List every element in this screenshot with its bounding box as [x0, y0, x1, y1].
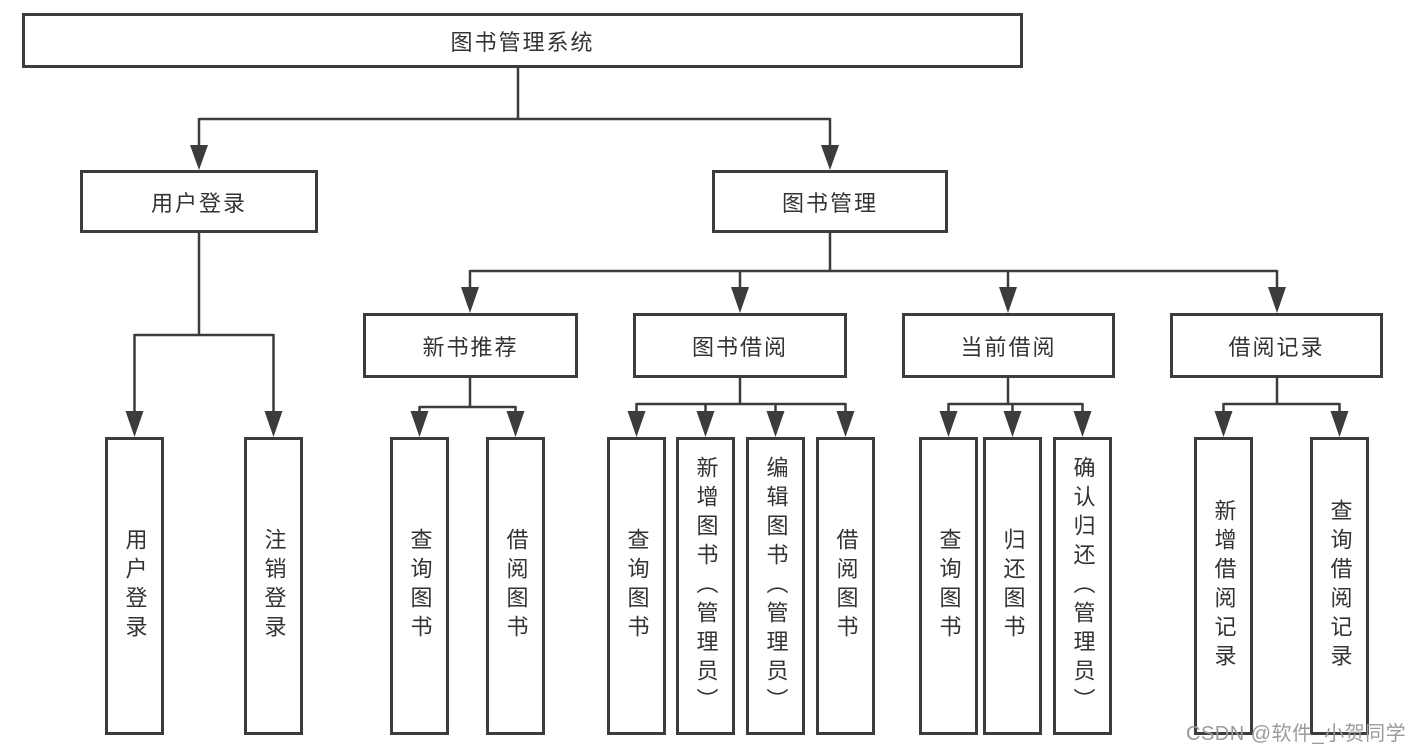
leaf-br-add-record: 新增借阅记录: [1194, 437, 1253, 735]
connector-user-login-to-leaves: [133, 231, 275, 413]
leaf-cb-return-books: 归还图书: [983, 437, 1042, 735]
leaf-nbr-borrow-books: 借阅图书: [486, 437, 545, 735]
connector-new-book-rec-to-leaves: [418, 376, 517, 413]
connector-borrow-records-to-leaves: [1222, 376, 1341, 413]
connector-root-to-level2: [197, 66, 832, 146]
leaf-nbr-query-books-label: 查询图书: [407, 528, 433, 644]
leaf-bb-edit-books-admin: 编辑图书（管理员）: [746, 437, 805, 735]
leaf-br-query-record: 查询借阅记录: [1310, 437, 1369, 735]
leaf-br-add-record-label: 新增借阅记录: [1211, 499, 1237, 673]
leaf-br-query-record-label: 查询借阅记录: [1327, 499, 1353, 673]
arrowheads: [125, 145, 1349, 437]
node-book-borrowing: 图书借阅: [633, 313, 847, 378]
leaf-cb-return-books-label: 归还图书: [1000, 528, 1026, 644]
leaf-logout-label: 注销登录: [261, 528, 287, 644]
connector-current-borrow-to-leaves: [947, 376, 1084, 413]
node-library-management-system: 图书管理系统: [22, 13, 1023, 68]
leaf-cb-confirm-return-admin-label: 确认归还（管理员）: [1070, 455, 1096, 717]
node-book-management: 图书管理: [712, 170, 948, 233]
connector-book-management-to-level3: [468, 231, 1279, 289]
node-new-book-recommend: 新书推荐: [363, 313, 578, 378]
leaf-cb-confirm-return-admin: 确认归还（管理员）: [1053, 437, 1112, 735]
leaf-bb-query-books-label: 查询图书: [624, 528, 650, 644]
leaf-bb-borrow-books-label: 借阅图书: [833, 528, 859, 644]
leaf-nbr-query-books: 查询图书: [390, 437, 449, 735]
leaf-user-login: 用户登录: [105, 437, 164, 735]
node-current-borrowing: 当前借阅: [902, 313, 1115, 378]
leaf-cb-query-books: 查询图书: [919, 437, 978, 735]
node-user-login: 用户登录: [80, 170, 318, 233]
node-borrowing-records: 借阅记录: [1170, 313, 1383, 378]
connector-book-borrow-to-leaves: [635, 376, 847, 413]
leaf-bb-edit-books-admin-label: 编辑图书（管理员）: [763, 455, 789, 717]
leaf-user-login-label: 用户登录: [122, 528, 148, 644]
leaf-bb-query-books: 查询图书: [607, 437, 666, 735]
leaf-cb-query-books-label: 查询图书: [936, 528, 962, 644]
leaf-logout: 注销登录: [244, 437, 303, 735]
leaf-nbr-borrow-books-label: 借阅图书: [503, 528, 529, 644]
leaf-bb-borrow-books: 借阅图书: [816, 437, 875, 735]
csdn-watermark: CSDN @软件_小贺同学: [1186, 723, 1405, 745]
leaf-bb-add-books-admin: 新增图书（管理员）: [676, 437, 735, 735]
leaf-bb-add-books-admin-label: 新增图书（管理员）: [693, 455, 719, 717]
